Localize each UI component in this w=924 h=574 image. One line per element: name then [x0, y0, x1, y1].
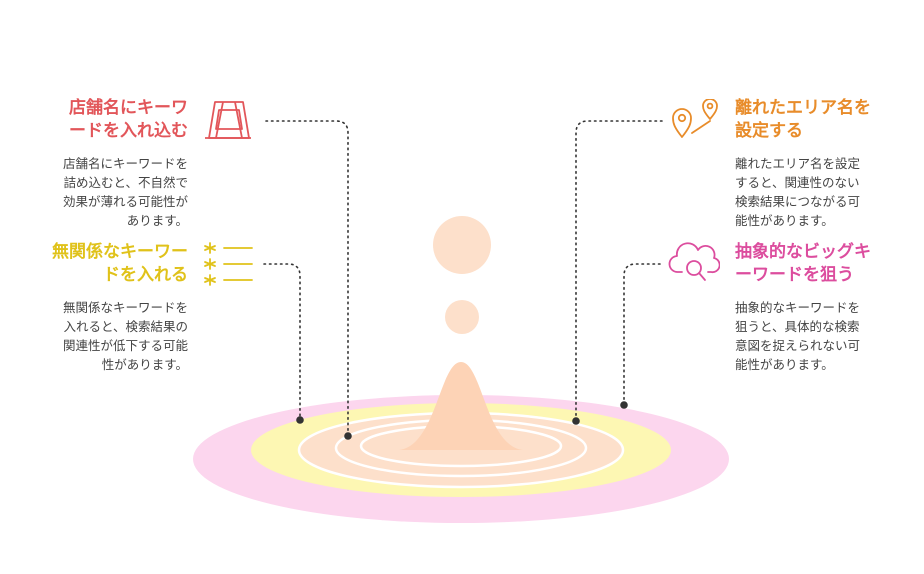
- connector-unrelated: [263, 263, 301, 421]
- description-line: 抽象的なキーワードを: [735, 300, 861, 315]
- description-line: 詰め込むと、不自然で: [63, 175, 188, 190]
- description-line: 検索結果につながる可: [735, 194, 861, 209]
- title-line: 無関係なキーワー: [52, 242, 188, 262]
- title-line: ドを入れる: [103, 265, 188, 285]
- connector-dots: [296, 401, 628, 440]
- connector-abstract-keyword: [623, 263, 661, 406]
- unrelated-description: 無関係なキーワードを 入れると、検索結果の 関連性が低下する可能 性があります。: [10, 298, 188, 374]
- ripple-rings: [193, 395, 729, 523]
- distant-area-title: 離れたエリア名を 設定する: [735, 97, 915, 143]
- title-line: 店舗名にキーワ: [69, 98, 188, 118]
- description-line: 能性があります。: [735, 213, 834, 228]
- dot-distant-area: [572, 417, 580, 425]
- water-drop-large: [433, 216, 491, 274]
- dot-unrelated: [296, 416, 304, 424]
- description-line: 入れると、検索結果の: [63, 319, 188, 334]
- description-line: すると、関連性のない: [735, 175, 860, 190]
- abstract-keyword-title: 抽象的なビッグキ ーワードを狙う: [735, 241, 915, 287]
- description-line: 無関係なキーワードを: [62, 300, 188, 315]
- description-line: 関連性が低下する可能: [62, 338, 188, 353]
- store-name-description: 店舗名にキーワードを 詰め込むと、不自然で 効果が薄れる可能性が あります。: [10, 154, 188, 230]
- title-line: 離れたエリア名を: [735, 98, 871, 118]
- store-name-title: 店舗名にキーワ ードを入れ込む: [10, 97, 188, 143]
- water-drop-small: [445, 300, 479, 334]
- description-line: 性があります。: [101, 357, 188, 372]
- connector-store-name: [265, 120, 349, 437]
- description-line: 効果が薄れる可能性が: [62, 194, 188, 209]
- abstract-keyword-description: 抽象的なキーワードを 狙うと、具体的な検索 意図を捉えられない可 能性があります…: [735, 298, 915, 374]
- description-line: 意図を捉えられない可: [735, 338, 861, 353]
- location-route-icon: [672, 99, 718, 138]
- connector-distant-area: [575, 120, 663, 422]
- title-line: ードを入れ込む: [69, 121, 188, 141]
- title-line: 抽象的なビッグキ: [735, 242, 871, 262]
- unrelated-title: 無関係なキーワー ドを入れる: [10, 241, 188, 287]
- title-line: ーワードを狙う: [735, 265, 854, 285]
- water-splash: [399, 362, 523, 450]
- description-line: 離れたエリア名を設定: [735, 156, 861, 171]
- connectors: [263, 120, 663, 437]
- cloud-search-icon: [668, 242, 720, 281]
- description-line: 店舗名にキーワードを: [62, 156, 188, 171]
- dot-store-name: [344, 432, 352, 440]
- dot-abstract-keyword: [620, 401, 628, 409]
- title-line: 設定する: [735, 121, 803, 141]
- distant-area-description: 離れたエリア名を設定 すると、関連性のない 検索結果につながる可 能性があります…: [735, 154, 915, 230]
- description-line: あります。: [126, 213, 188, 228]
- sparkle-list-icon: [204, 242, 253, 286]
- description-line: 能性があります。: [735, 357, 834, 372]
- description-line: 狙うと、具体的な検索: [735, 319, 860, 334]
- signboard-icon: [205, 101, 251, 139]
